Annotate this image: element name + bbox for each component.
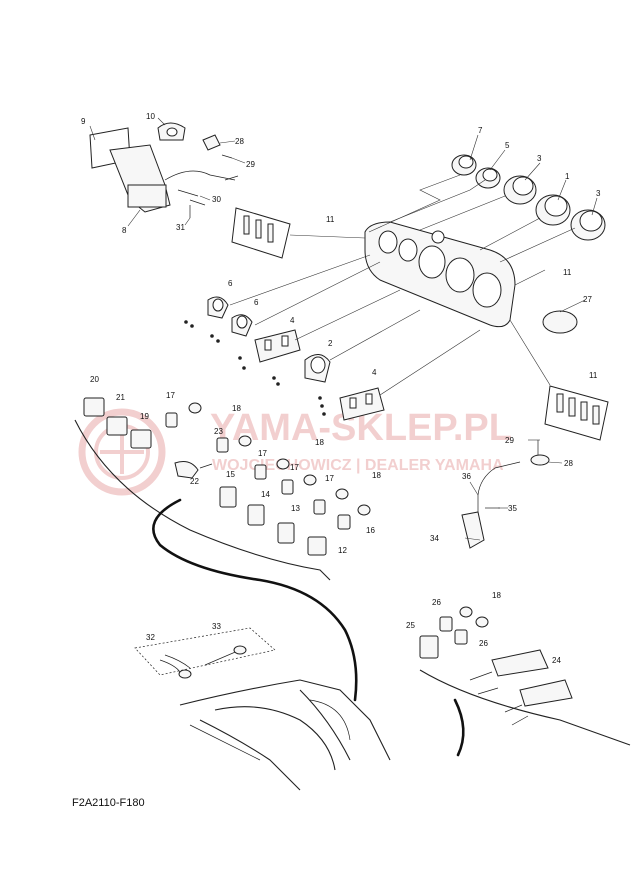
switch-26a: [439, 616, 453, 632]
fittings-top-left: [177, 134, 239, 218]
callout-labels: 1 2 3 3 4 4 5 6 6 7 8 9 10 11 11 11 12 1…: [81, 112, 601, 665]
callout-24: 24: [552, 656, 561, 665]
callout-28-right: 28: [564, 459, 573, 468]
buzzer-22: [174, 461, 213, 479]
callout-4-lower: 4: [372, 368, 377, 377]
callout-2: 2: [328, 339, 333, 348]
gauge-1: [535, 194, 571, 226]
callout-4-upper: 4: [290, 316, 295, 325]
connector-24: [469, 649, 573, 726]
callout-3-right: 3: [596, 189, 601, 198]
indicator-lamps: [188, 402, 489, 628]
callout-18-b: 18: [315, 438, 324, 447]
callout-1: 1: [565, 172, 570, 181]
switch-group-left: [83, 397, 351, 556]
switch-17b: [254, 464, 267, 480]
callout-6-upper: 6: [228, 279, 233, 288]
callout-14: 14: [261, 490, 270, 499]
leader-lines: [89, 117, 598, 541]
callout-32: 32: [146, 633, 155, 642]
wire-harness: [152, 498, 465, 757]
gauge-group: [451, 154, 606, 241]
callout-17-a: 17: [166, 391, 175, 400]
callout-11-right: 11: [589, 371, 598, 380]
callout-35: 35: [508, 504, 517, 513]
callout-33: 33: [212, 622, 221, 631]
callout-11-mid: 11: [563, 268, 572, 277]
callout-27: 27: [583, 295, 592, 304]
switch-plate-lower: [544, 385, 609, 441]
callout-6-lower: 6: [254, 298, 259, 307]
callout-17-d: 17: [325, 474, 334, 483]
switch-16: [337, 514, 351, 530]
meter-2: [304, 354, 331, 383]
diagram-code: F2A2110-F180: [72, 797, 145, 809]
callout-21: 21: [116, 393, 125, 402]
callout-22: 22: [190, 477, 199, 486]
callout-30: 30: [212, 195, 221, 204]
cover-27: [542, 310, 578, 334]
switch-12: [307, 536, 327, 556]
screw-set: [184, 320, 326, 416]
callout-23: 23: [214, 427, 223, 436]
callout-20: 20: [90, 375, 99, 384]
gauge-7: [451, 154, 477, 176]
switch-21: [106, 416, 128, 436]
callout-26-a: 26: [432, 598, 441, 607]
switch-17d: [313, 499, 326, 515]
callout-9: 9: [81, 117, 86, 126]
callout-8: 8: [122, 226, 127, 235]
callout-36: 36: [462, 472, 471, 481]
callout-10: 10: [146, 112, 155, 121]
switch-20: [83, 397, 105, 417]
meter-6-lower: [231, 314, 253, 337]
callout-26-b: 26: [479, 639, 488, 648]
switch-23: [216, 437, 229, 453]
callout-7: 7: [478, 126, 483, 135]
switch-plate-upper: [231, 207, 291, 259]
callout-17-c: 17: [290, 463, 299, 472]
gauge-5: [475, 167, 501, 189]
switch-group-right: [419, 616, 573, 726]
callout-17-b: 17: [258, 449, 267, 458]
callout-31: 31: [176, 223, 185, 232]
hull-outline: [74, 419, 631, 791]
wire-set-32: [134, 627, 276, 679]
switch-26b: [454, 629, 468, 645]
switch-19: [130, 429, 152, 449]
switch-17a: [165, 412, 178, 428]
callout-18-d: 18: [492, 591, 501, 600]
gauge-3-right: [570, 209, 606, 241]
callout-29-top: 29: [246, 160, 255, 169]
callout-3-left: 3: [537, 154, 542, 163]
bracket-4-lower: [339, 387, 385, 421]
callout-19: 19: [140, 412, 149, 421]
callout-29-right: 29: [505, 436, 514, 445]
bracket-assembly: [89, 122, 236, 213]
callout-5: 5: [505, 141, 510, 150]
switch-25: [419, 635, 439, 659]
callout-16: 16: [366, 526, 375, 535]
callout-12: 12: [338, 546, 347, 555]
callout-18-a: 18: [232, 404, 241, 413]
switch-13: [277, 522, 295, 544]
callout-18-c: 18: [372, 471, 381, 480]
callout-15: 15: [226, 470, 235, 479]
callout-34: 34: [430, 534, 439, 543]
callout-25: 25: [406, 621, 415, 630]
switch-14: [247, 504, 265, 526]
meter-6-upper: [207, 296, 229, 319]
callout-28-top: 28: [235, 137, 244, 146]
callout-11-top: 11: [326, 215, 335, 224]
callout-13: 13: [291, 504, 300, 513]
gauge-3-left: [503, 175, 537, 205]
switch-17c: [281, 479, 294, 495]
meter-panel: [364, 221, 516, 328]
switch-15: [219, 486, 237, 508]
bracket-4-upper: [254, 329, 301, 363]
